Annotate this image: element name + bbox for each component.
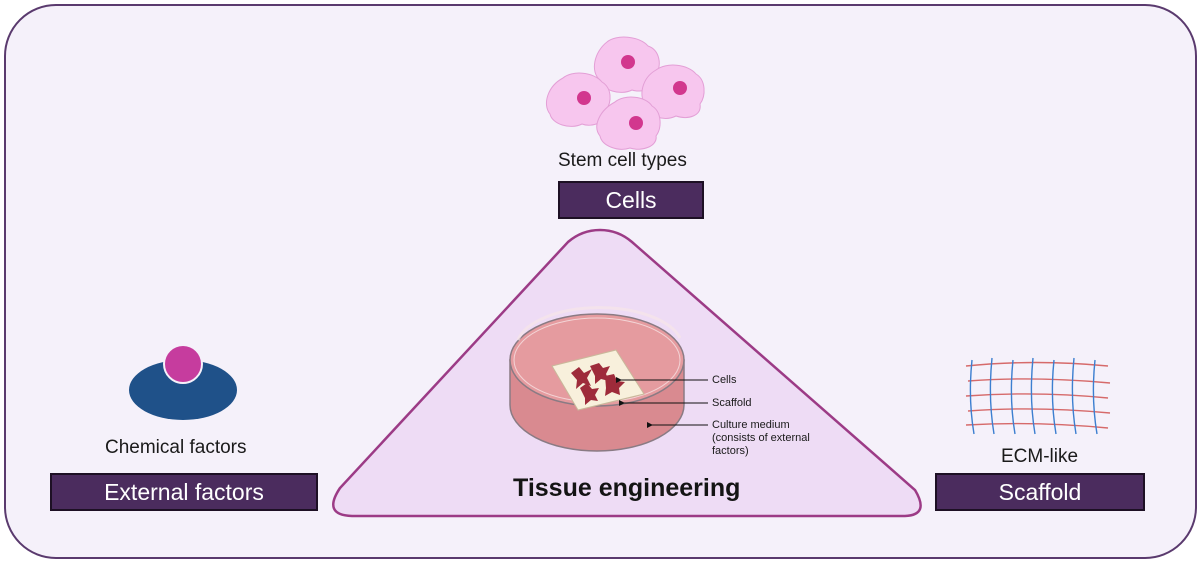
annotation-medium-line-3: factors) — [712, 445, 749, 457]
annotation-culture-medium: Culture medium (consists of external fac… — [712, 419, 810, 458]
annotation-medium-line-2: (consists of external — [712, 432, 810, 444]
annotation-medium-line-1: Culture medium — [712, 419, 790, 431]
receptor-ligand-icon — [129, 344, 237, 420]
petri-dish-icon — [509, 306, 708, 452]
cells-caption: Stem cell types — [558, 150, 687, 171]
annotation-scaffold: Scaffold — [712, 397, 752, 409]
scaffold-caption: ECM-like — [1001, 446, 1079, 467]
cells-label: Cells — [558, 181, 704, 219]
stem-cell-icon — [546, 36, 705, 150]
scaffold-label: Scaffold — [935, 473, 1145, 511]
tissue-engineering-title: Tissue engineering — [513, 474, 741, 502]
external-factors-caption: Chemical factors — [105, 437, 247, 458]
annotation-cells: Cells — [712, 374, 737, 386]
ecm-scaffold-icon — [965, 357, 1111, 435]
external-factors-label: External factors — [50, 473, 318, 511]
